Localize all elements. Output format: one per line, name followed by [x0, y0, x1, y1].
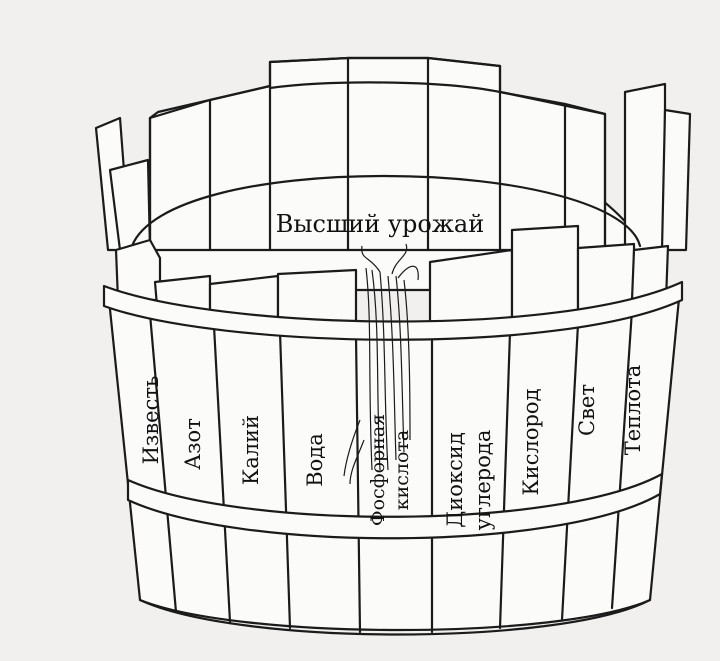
stave-label-voda: Вода — [303, 433, 327, 487]
stave-label-kaliy: Калий — [239, 415, 263, 485]
title-label: Высший урожай — [276, 210, 484, 238]
straw-strands — [343, 243, 419, 485]
stave-label-kislorod: Кислород — [519, 388, 543, 495]
stave-label-dioksid-1: Диоксид — [443, 432, 467, 528]
stave-label-azot: Азот — [181, 418, 205, 470]
barrel-inner-rim — [130, 174, 642, 248]
stave-label-fosfornaya-2: кислота — [391, 430, 413, 511]
stave-label-izvest: Известь — [139, 376, 163, 465]
stave-label-dioksid-2: углерода — [471, 430, 495, 531]
stave-labels: Известь Азот Калий Вода Фосфорная кислот… — [139, 365, 645, 531]
stave-label-fosfornaya-1: Фосфорная — [367, 414, 389, 526]
stave-label-svet: Свет — [575, 384, 599, 436]
barrel-hoops — [102, 280, 684, 636]
stave-label-teplota: Теплота — [621, 365, 645, 456]
